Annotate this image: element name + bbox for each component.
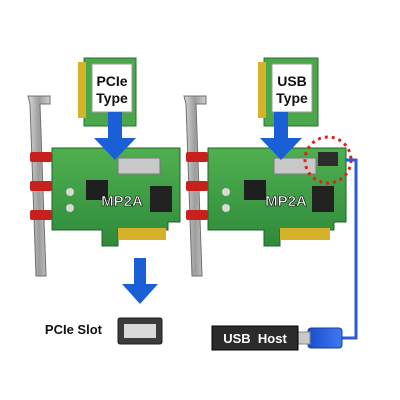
right-component-2 — [222, 204, 230, 212]
left-component — [66, 188, 74, 196]
left-chip — [86, 180, 108, 200]
right-assembly: USB Type MP2A USB Host — [183, 57, 358, 351]
right-component — [222, 188, 230, 196]
right-card-type-line1: USB — [277, 73, 307, 89]
right-board-label: MP2A — [265, 193, 307, 210]
usb-plug — [297, 327, 343, 349]
left-insert-arrow — [94, 112, 136, 160]
left-board-label: MP2A — [101, 193, 143, 210]
right-mini-card: USB Type — [258, 57, 319, 127]
right-antenna-2 — [186, 181, 208, 191]
right-pcb-board — [207, 147, 347, 247]
pcie-slot — [117, 317, 163, 345]
right-chip-2 — [312, 186, 334, 212]
pcie-slot-pins — [124, 324, 156, 338]
right-antenna-1 — [186, 152, 208, 162]
right-card-contacts — [258, 62, 266, 118]
usb-plug-metal — [297, 331, 311, 345]
right-antenna-connectors — [186, 152, 208, 220]
left-component-2 — [66, 204, 74, 212]
usb-host-box: USB Host — [211, 325, 299, 351]
usb-cable — [340, 158, 358, 340]
left-antenna-1 — [30, 152, 52, 162]
left-gold-fingers — [118, 228, 166, 240]
right-usb-header — [318, 152, 338, 166]
right-card-label-plate — [271, 63, 313, 113]
right-antenna-3 — [186, 210, 208, 220]
left-pcb-board — [51, 147, 181, 247]
right-chip — [244, 180, 266, 200]
right-gold-fingers — [280, 228, 330, 240]
pcie-slot-label: PCIe Slot — [45, 322, 103, 337]
left-mini-card: PCIe Type — [78, 57, 137, 127]
left-card-slot — [117, 157, 161, 175]
left-antenna-2 — [30, 181, 52, 191]
right-insert-arrow — [260, 112, 302, 160]
left-chip-2 — [150, 186, 172, 212]
right-card-slot — [273, 157, 317, 175]
left-card-contacts — [78, 62, 86, 118]
left-antenna-3 — [30, 210, 52, 220]
left-card-label-plate — [91, 63, 133, 113]
left-antenna-connectors — [30, 152, 52, 220]
left-card-type-line1: PCIe — [96, 73, 127, 89]
left-assembly: PCIe Type MP2A PCIe Slot — [27, 57, 181, 345]
left-card-type-line2: Type — [96, 90, 128, 106]
usb-host-label: USB Host — [223, 331, 287, 346]
right-card-type-line2: Type — [276, 90, 308, 106]
left-slot-arrow — [122, 258, 158, 304]
